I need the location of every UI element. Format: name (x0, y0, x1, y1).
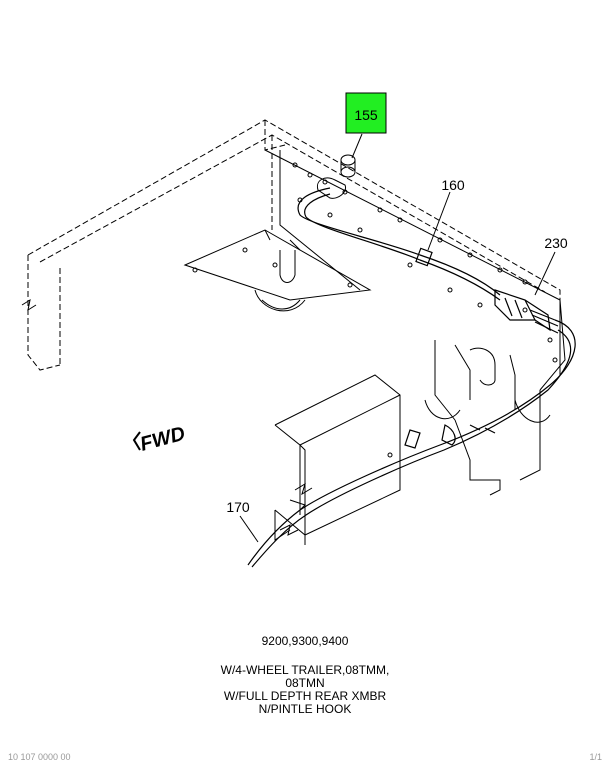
leader-lines (239, 133, 556, 543)
footer-page: 1/1 (589, 752, 602, 761)
callout-155-highlight (345, 92, 387, 134)
callout-160[interactable]: 160 (441, 177, 465, 193)
fwd-label: FWD (138, 423, 188, 456)
callout-230[interactable]: 230 (544, 235, 568, 251)
harness-cable-160 (297, 187, 501, 301)
frame-rail-left (27, 119, 561, 371)
description-line: W/FULL DEPTH REAR XMBR (223, 689, 387, 703)
parts-diagram: 155 160 230 170 FWD (21, 92, 576, 568)
description-line: 08TMN (285, 676, 325, 690)
description-line: W/4-WHEEL TRAILER,08TMM, (220, 663, 390, 677)
callout-170[interactable]: 170 (226, 499, 250, 515)
fwd-arrow-icon (132, 431, 141, 451)
model-list: 9200,9300,9400 (261, 634, 349, 648)
spring-hanger-left (254, 250, 306, 312)
callout-155[interactable]: 155 (354, 107, 378, 123)
connector-155 (316, 154, 356, 199)
footer-code: 10 107 0000 00 (8, 752, 71, 761)
break-marks (21, 298, 313, 536)
harness-cable-170 (247, 319, 576, 568)
description-line: N/PINTLE HOOK (258, 702, 352, 716)
footer: 10 107 0000 00 1/1 (8, 752, 602, 761)
bolt-holes (192, 162, 558, 363)
connector-230 (494, 289, 559, 334)
junction-box (274, 374, 401, 545)
crossmember (183, 149, 566, 481)
configuration-description: W/4-WHEEL TRAILER,08TMM, 08TMN W/FULL DE… (0, 664, 610, 716)
spring-hanger-right (424, 340, 551, 496)
